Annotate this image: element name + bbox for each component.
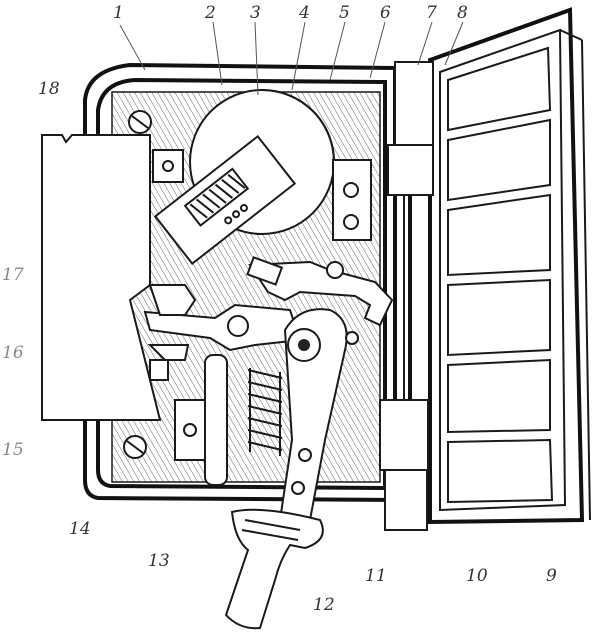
mounting-bracket bbox=[152, 149, 372, 241]
housing-screws bbox=[123, 110, 152, 459]
callout-12: 12 bbox=[313, 595, 335, 615]
handle bbox=[224, 508, 324, 630]
callout-6: 6 bbox=[380, 3, 391, 23]
callout-4: 4 bbox=[299, 3, 310, 23]
linkage-plate bbox=[143, 284, 302, 381]
callout-16: 16 bbox=[2, 343, 24, 363]
callout-10: 10 bbox=[466, 566, 488, 586]
callout-3: 3 bbox=[250, 3, 261, 23]
callout-17: 17 bbox=[2, 265, 24, 285]
callout-11: 11 bbox=[365, 566, 387, 586]
coil-spring bbox=[247, 368, 283, 456]
hinge-assembly bbox=[379, 61, 434, 531]
callout-7: 7 bbox=[426, 3, 437, 23]
latch-lever bbox=[246, 256, 394, 327]
callout-15: 15 bbox=[2, 440, 24, 460]
side-plate bbox=[41, 134, 162, 421]
callout-2: 2 bbox=[205, 3, 216, 23]
callout-1: 1 bbox=[113, 3, 124, 23]
callout-13: 13 bbox=[148, 551, 170, 571]
callout-8: 8 bbox=[457, 3, 468, 23]
spring-assembly bbox=[153, 134, 297, 266]
callout-18: 18 bbox=[38, 79, 60, 99]
operating-lever bbox=[278, 308, 359, 521]
cover-door bbox=[428, 7, 591, 525]
leader-lines bbox=[119, 21, 464, 96]
callout-5: 5 bbox=[339, 3, 350, 23]
guide-pin bbox=[174, 354, 228, 486]
callout-9: 9 bbox=[546, 566, 557, 586]
callout-14: 14 bbox=[69, 519, 91, 539]
